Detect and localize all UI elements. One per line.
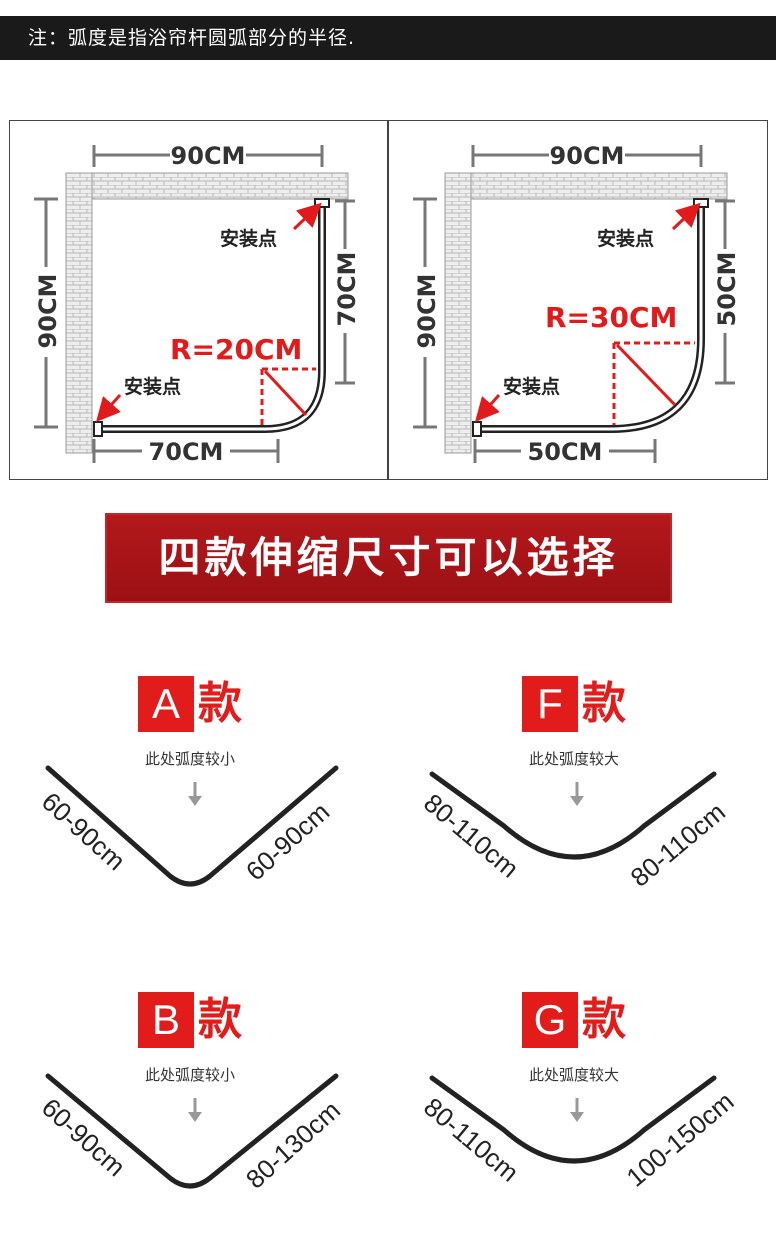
- top-dimension-line: [92, 145, 324, 167]
- rod-shape: [429, 771, 717, 860]
- left-dimension-line: [413, 197, 437, 429]
- side-height-label: 90CM: [34, 274, 62, 349]
- model-suffix: 款: [198, 678, 242, 729]
- top-mount-cap: [314, 198, 330, 208]
- rod-shape: [45, 1073, 339, 1189]
- install-arrow-bottom: [475, 394, 501, 422]
- diagram-panel-r30: 90CM 90CM 50CM 50CM R=30CM 安装点 安装点: [388, 120, 768, 480]
- install-arrow-top: [292, 202, 322, 231]
- model-hint: 此处弧度较大: [528, 1066, 619, 1084]
- install-arrow-bottom: [96, 394, 122, 422]
- left-wall: [444, 172, 472, 454]
- rod-shape-svg: 60-90cm 60-90cm: [36, 765, 339, 887]
- rod-shape-svg: 80-110cm 100-150cm: [418, 1075, 740, 1193]
- top-wall: [65, 172, 349, 200]
- model-suffix: 款: [582, 994, 626, 1045]
- right-dimension-line: [715, 199, 735, 385]
- corner-diagram-svg: 90CM 90CM 50CM 50CM R=30CM 安装点 安装点: [413, 142, 741, 466]
- size-options-banner: 四款伸缩尺寸可以选择: [105, 513, 672, 603]
- note-text: 注：弧度是指浴帘杆圆弧部分的半径.: [28, 27, 356, 49]
- rod-shape: [45, 765, 339, 887]
- install-label-top: 安装点: [597, 227, 654, 250]
- bottom-length-label: 50CM: [528, 438, 603, 466]
- rod-shape-svg: 80-110cm 80-110cm: [418, 771, 731, 893]
- side-height-label: 90CM: [413, 274, 441, 349]
- install-label-bottom: 安装点: [503, 375, 560, 398]
- radius-label: R=20CM: [170, 333, 302, 366]
- bottom-mount-cap: [472, 421, 482, 437]
- model-hint: 此处弧度较大: [528, 750, 619, 768]
- left-dimension-line: [34, 197, 58, 429]
- model-letter-badge: A: [138, 676, 194, 732]
- right-length-label: 80-110cm: [625, 797, 731, 893]
- diagram-panel-r20: 90CM 90CM 70CM 70CM R=20CM: [9, 120, 388, 480]
- model-suffix: 款: [198, 994, 242, 1045]
- left-wall: [65, 172, 93, 454]
- model-letter-badge: F: [522, 676, 578, 732]
- right-length-label: 50CM: [713, 252, 741, 327]
- top-wall: [444, 172, 728, 200]
- model-hint: 此处弧度较小: [144, 750, 235, 768]
- model-letter-badge: B: [138, 992, 194, 1048]
- model-suffix: 款: [582, 678, 626, 729]
- top-width-label: 90CM: [171, 142, 246, 170]
- top-mount-cap: [693, 198, 709, 208]
- bottom-length-label: 70CM: [149, 438, 224, 466]
- radius-indicator: [612, 341, 695, 425]
- bottom-dimension-line: [473, 439, 657, 463]
- corner-diagram-svg: 90CM 90CM 70CM 70CM R=20CM: [34, 142, 361, 466]
- right-length-label: 70CM: [333, 252, 361, 327]
- install-arrow-top: [671, 202, 701, 231]
- top-width-label: 90CM: [550, 142, 625, 170]
- bottom-mount-cap: [93, 421, 103, 437]
- banner-text: 四款伸缩尺寸可以选择: [158, 533, 619, 582]
- model-letter-badge: G: [522, 992, 578, 1048]
- rod-shape: [429, 1075, 717, 1164]
- rod-shape-svg: 60-90cm 80-130cm: [36, 1073, 346, 1194]
- radius-indicator: [260, 367, 316, 425]
- model-hint: 此处弧度较小: [144, 1066, 235, 1084]
- install-label-top: 安装点: [220, 227, 277, 250]
- bottom-dimension-line: [92, 439, 280, 463]
- radius-label: R=30CM: [545, 301, 677, 334]
- top-dimension-line: [471, 145, 703, 167]
- top-note-bar: 注：弧度是指浴帘杆圆弧部分的半径.: [0, 16, 776, 60]
- right-dimension-line: [335, 199, 355, 385]
- install-label-bottom: 安装点: [124, 375, 181, 398]
